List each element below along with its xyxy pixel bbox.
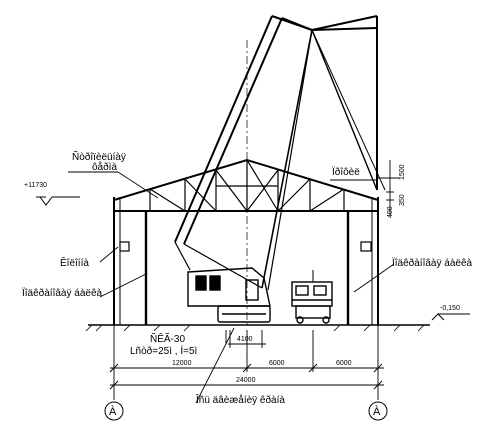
roof-truss-label-1: Ñòðîïèëüíàÿ [72, 150, 126, 163]
top-right-dims [330, 160, 400, 215]
dimension-lines [109, 325, 384, 400]
dim-400: 400 [387, 206, 394, 218]
crane-label-2: Lñòð=25ì , Í=5ì [130, 344, 198, 357]
top-right-label: Ïðîôèë [332, 166, 360, 178]
axis-label-left: À [109, 405, 117, 418]
dim-span-mid: 6000 [269, 360, 285, 367]
dim-total: 24000 [236, 377, 256, 384]
bottom-label: Îñü äâèæåíèÿ êðàíà [195, 393, 285, 406]
axis-label-right: À [373, 405, 381, 418]
beam-label-left: Ïîäêðàíîâàÿ áàëêà [22, 287, 103, 299]
level-ground: -0,150 [440, 305, 460, 312]
leader-lines [68, 171, 395, 404]
axis-bubble-left [104, 401, 124, 421]
level-marks [36, 196, 470, 321]
labels: Ñòðîïèëüíàÿ ôåðìà Êîëîííà Ïîäêðàíîâàÿ áà… [22, 150, 473, 418]
dim-span-right: 6000 [336, 360, 352, 367]
dim-350: 350 [399, 194, 406, 206]
right-column [346, 197, 379, 325]
axis-bubble-right [368, 401, 388, 421]
beam-label-right: Ïîäêðàíîâàÿ áàëêà [392, 257, 473, 269]
column-label: Êîëîííà [60, 256, 89, 269]
truck [291, 270, 333, 324]
dim-span-left: 12000 [172, 360, 192, 367]
crane-label-1: ÑÊÃ-30 [150, 332, 185, 345]
left-column [113, 197, 148, 325]
crane-body [187, 267, 271, 323]
drawing-lines [36, 15, 470, 421]
crane-boom [174, 15, 386, 291]
roof-truss-label-2: ôåðìà [92, 161, 117, 173]
dim-1500: 1500 [399, 164, 406, 180]
dim-4100: 4100 [237, 336, 253, 343]
level-top: +11730 [24, 182, 47, 189]
